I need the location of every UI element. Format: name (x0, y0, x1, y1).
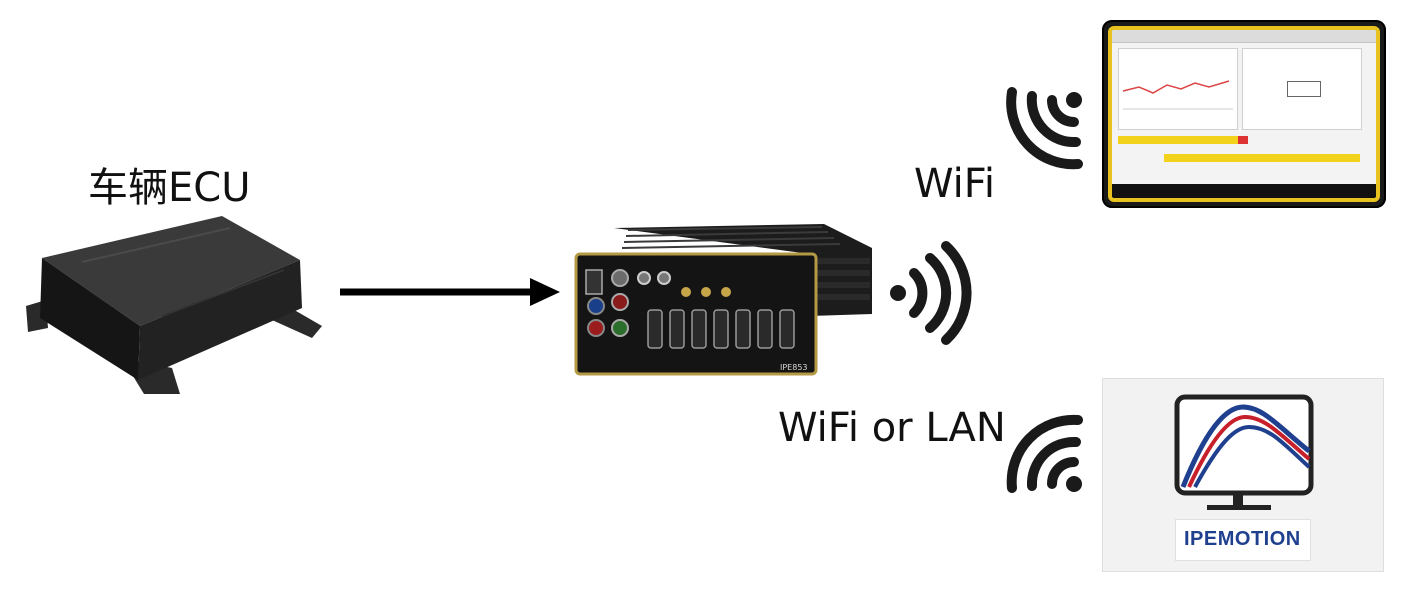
monitor-icon (1174, 394, 1314, 510)
wifi-label: WiFi (914, 161, 995, 207)
device-model-label: IPE853 (780, 363, 808, 372)
tablet-chart-panel (1118, 48, 1238, 130)
tablet-line-chart (1122, 80, 1233, 110)
tablet-gauge-panel (1242, 48, 1362, 130)
wifi-or-lan-label: WiFi or LAN (778, 405, 1006, 451)
tablet-screen (1108, 26, 1380, 202)
tablet-bar-2 (1164, 154, 1360, 162)
wifi-signal-icon (890, 241, 972, 345)
tablet-nav-bar (1112, 184, 1376, 198)
ipemotion-logo: IPEMOTION (1175, 519, 1311, 561)
tablet-value-box (1287, 81, 1321, 97)
data-logger-device: IPE853 (574, 224, 872, 376)
wifi-tablet-icon (1006, 87, 1083, 170)
tablet-device (1102, 20, 1386, 208)
tablet-bar-1 (1118, 136, 1238, 144)
tablet-app-bar (1112, 30, 1376, 43)
ipemotion-monitor-card: IPEMOTION (1102, 378, 1384, 572)
ipemotion-logo-text: IPEMOTION (1184, 528, 1301, 550)
ecu-label: 车辆ECU (88, 165, 251, 211)
vehicle-ecu-image (26, 216, 322, 394)
arrow-right-icon (340, 278, 560, 306)
tablet-bar-marker (1238, 136, 1248, 144)
wifi-lan-icon (1006, 414, 1083, 493)
